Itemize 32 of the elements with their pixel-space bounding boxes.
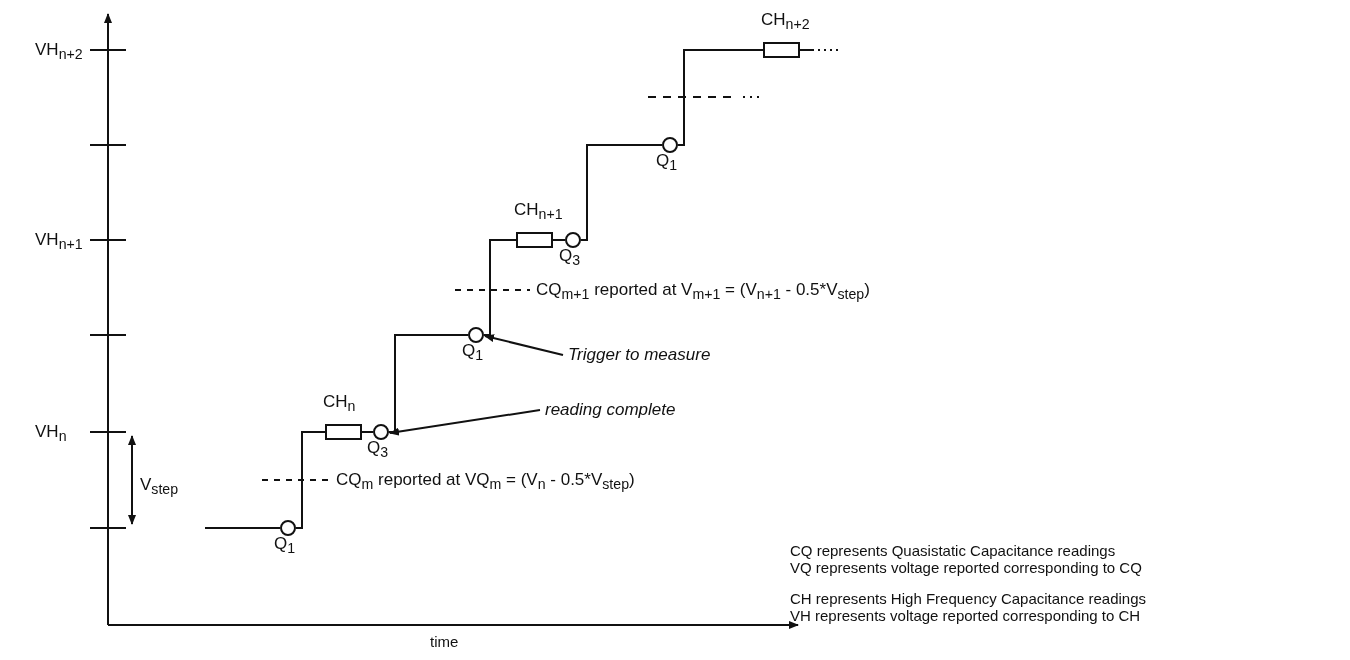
signal-line [677, 49, 764, 146]
arrow [389, 409, 541, 436]
note-text: CQ$_{m+1}$ reported at V$_{m+1}$ = (V$_{n+1}$ - 0.5*V$_{step}$) [536, 280, 870, 305]
axis-label: VH$_{n+1}$ [35, 230, 83, 255]
annotation-text: Trigger to measure [568, 345, 711, 365]
signal-line [580, 144, 663, 241]
marker-label: Q$_{3}$ [367, 438, 389, 463]
signal-line [361, 431, 374, 433]
component-label: CH$_{n+2}$ [761, 10, 810, 35]
marker-label: Q$_{1}$ [462, 341, 484, 366]
signal-line [799, 49, 838, 51]
signal-line [552, 239, 566, 241]
signal-line [483, 239, 517, 336]
component-label: CH$_{n+1}$ [514, 200, 563, 225]
marker-label: Q$_{1}$ [274, 534, 296, 559]
signal-line [204, 527, 281, 529]
axis-label: VH$_{n}$ [35, 422, 67, 447]
axis-title: time [430, 633, 459, 650]
arrow [484, 334, 564, 356]
legend-note: CH represents High Frequency Capacitance readings [790, 590, 1146, 607]
marker-label: Q$_{3}$ [559, 246, 581, 271]
legend-note: VQ represents voltage reported corresponding to CQ [790, 559, 1142, 576]
annotation-text: reading complete [545, 400, 676, 420]
signal-line [388, 334, 469, 433]
signal-line [295, 431, 326, 529]
marker-label: Q$_{1}$ [656, 151, 678, 176]
dimension-label: V$_{step}$ [140, 475, 179, 500]
component-label: CH$_{n}$ [323, 392, 356, 417]
legend-note: CQ represents Quasistatic Capacitance readings [790, 542, 1116, 559]
legend-note: VH represents voltage reported corresponding to CH [790, 607, 1141, 624]
note-text: CQ$_{m}$ reported at VQ$_{m}$ = (V$_{n}$ - 0.5*V$_{step}$) [336, 470, 635, 495]
axis-label: VH$_{n+2}$ [35, 40, 83, 65]
